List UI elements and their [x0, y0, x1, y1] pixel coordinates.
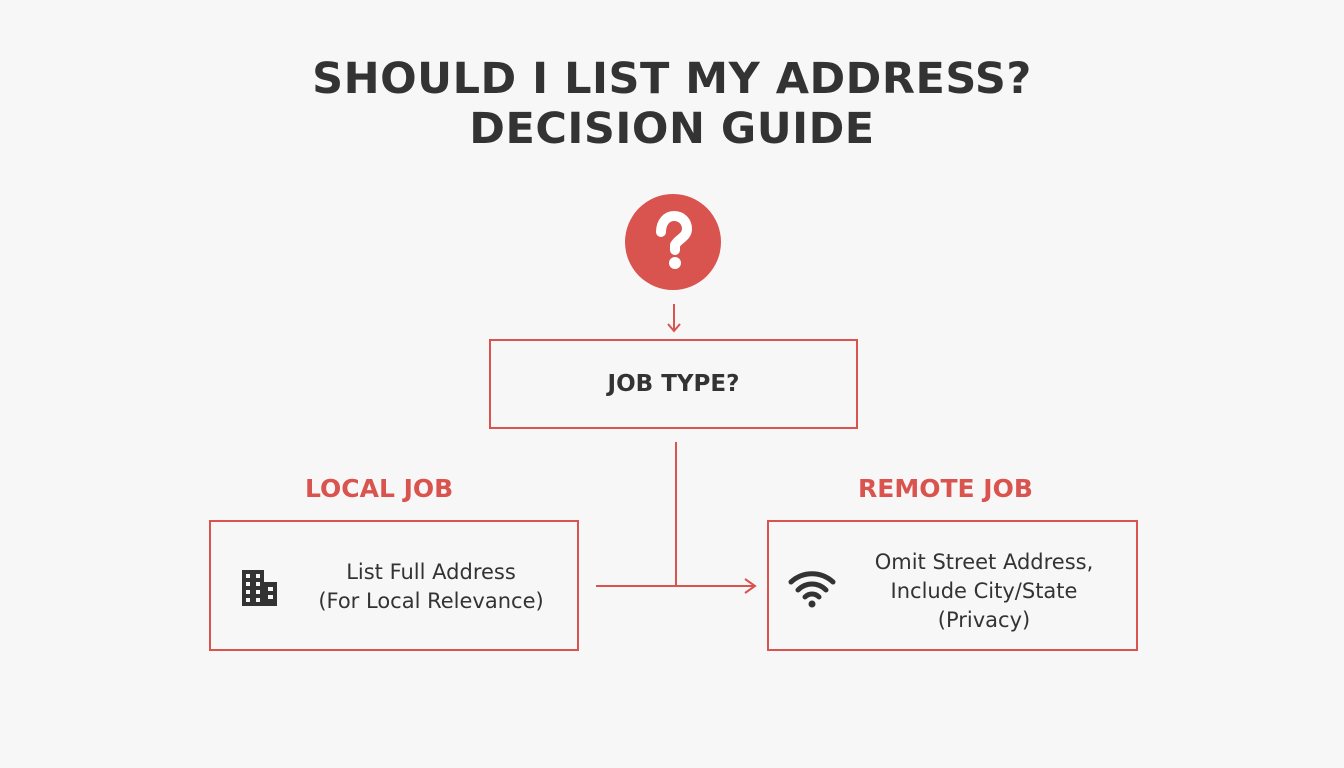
decision-label: JOB TYPE?	[607, 371, 740, 397]
remote-job-box: Omit Street Address, Include City/State …	[767, 520, 1138, 651]
arrowhead-to-remote	[744, 578, 757, 594]
remote-job-text: Omit Street Address, Include City/State …	[839, 548, 1129, 635]
title-line-2: DECISION GUIDE	[469, 104, 875, 154]
remote-job-text-line-2: Include City/State	[890, 579, 1078, 603]
local-job-box: List Full Address (For Local Relevance)	[209, 520, 579, 651]
wifi-icon	[788, 571, 836, 608]
start-question-node	[625, 194, 721, 290]
remote-job-label: REMOTE JOB	[858, 474, 1033, 503]
remote-job-text-line-1: Omit Street Address,	[874, 550, 1094, 574]
local-job-text-line-2: (For Local Relevance)	[318, 589, 544, 613]
local-job-label: LOCAL JOB	[305, 474, 454, 503]
building-icon	[242, 570, 277, 606]
arrowhead-to-decision	[667, 323, 681, 333]
decision-box-job-type: JOB TYPE?	[489, 339, 858, 429]
title-line-1: SHOULD I LIST MY ADDRESS?	[312, 54, 1032, 104]
remote-job-text-line-3: (Privacy)	[937, 608, 1031, 632]
question-mark-icon	[656, 211, 692, 269]
local-job-text: List Full Address (For Local Relevance)	[291, 558, 571, 616]
local-job-text-line-1: List Full Address	[346, 560, 516, 584]
